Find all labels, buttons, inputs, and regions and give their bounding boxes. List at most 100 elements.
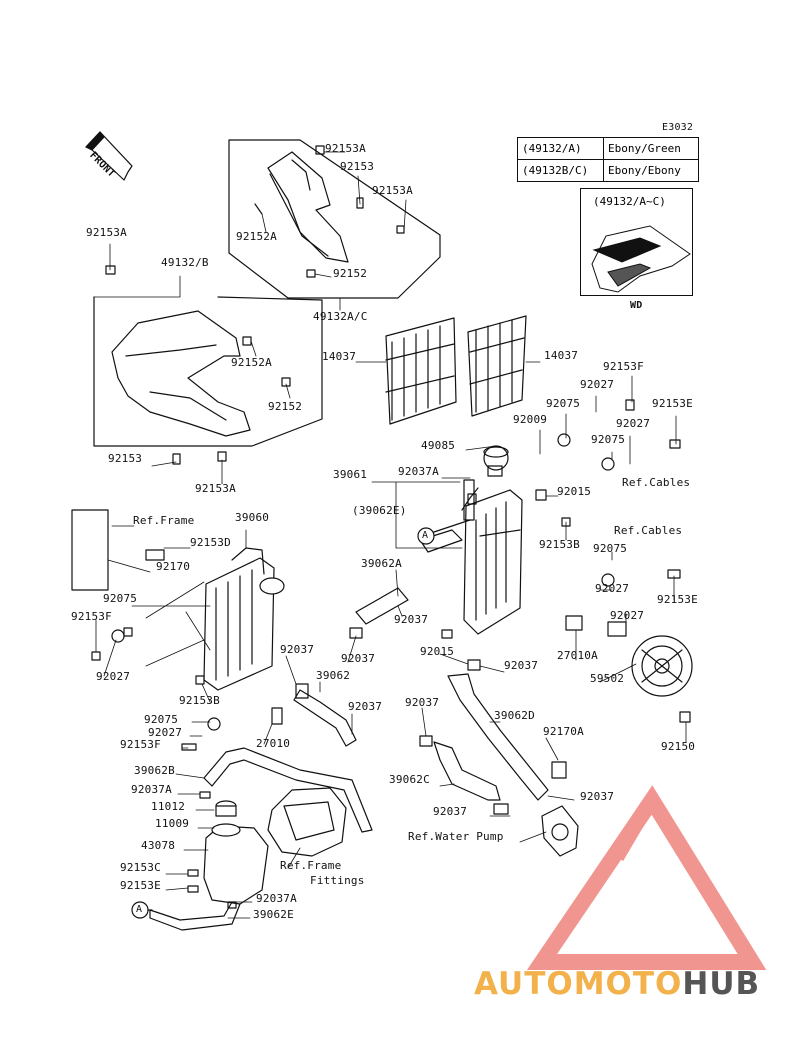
shroud-group-outline (228, 139, 441, 299)
part-label-14037-right: 14037 (544, 349, 579, 362)
part-label-14037-left: 14037 (322, 350, 357, 363)
part-label-92153A-top: 92153A (325, 142, 366, 155)
ref-a-label-upper: A (422, 530, 429, 541)
part-label-92015-m: 92015 (420, 645, 455, 658)
part-label-92153B-r: 92153B (539, 538, 580, 551)
part-label-11012: 11012 (151, 800, 186, 813)
part-label-92009: 92009 (513, 413, 548, 426)
part-label-92150: 92150 (661, 740, 696, 753)
part-label-92027-r2: 92027 (616, 417, 651, 430)
front-arrow-icon (85, 131, 133, 181)
part-label-92152A-left: 92152A (231, 356, 272, 369)
part-label-92153F-l: 92153F (71, 610, 112, 623)
inset-caption: WD (630, 300, 643, 311)
part-label-92075-r3: 92075 (593, 542, 628, 555)
part-label-39062A: 39062A (361, 557, 402, 570)
watermark-text: AUTOMOTOHUB (474, 966, 760, 1002)
cooling-fan (631, 635, 693, 697)
part-label-59502: 59502 (590, 672, 625, 685)
frame-fittings-bracket (267, 787, 347, 857)
part-label-92152-left: 92152 (268, 400, 303, 413)
color-legend-table: (49132/A) Ebony/Green (49132B/C) Ebony/E… (517, 137, 699, 182)
part-label-92037-m5: 92037 (405, 696, 440, 709)
part-label-92153B-l: 92153B (179, 694, 220, 707)
water-pump-ref (541, 805, 579, 857)
part-label-49132AC: 49132A/C (313, 310, 368, 323)
part-label-92037-m3: 92037 (341, 652, 376, 665)
part-label-39062E-b: 39062E (253, 908, 294, 921)
part-label-92037-m4: 92037 (504, 659, 539, 672)
legend-part: (49132/A) (518, 138, 604, 159)
inset-label: (49132/A~C) (593, 195, 666, 208)
part-label-39062D: 39062D (494, 709, 535, 722)
part-label-refframefit2: Fittings (310, 874, 365, 887)
part-label-92152-top: 92152 (333, 267, 368, 280)
part-label-refwater: Ref.Water Pump (408, 830, 504, 843)
part-label-92027-r1: 92027 (580, 378, 615, 391)
watermark-part2: HUB (682, 966, 761, 1002)
part-label-92027-l: 92027 (96, 670, 131, 683)
part-label-27010: 27010 (256, 737, 291, 750)
part-label-92153-top: 92153 (340, 160, 375, 173)
part-label-92170: 92170 (156, 560, 191, 573)
part-label-39060: 39060 (235, 511, 270, 524)
decal-inset-box: (49132/A~C) (580, 188, 693, 296)
part-label-92037A-mid: 92037A (398, 465, 439, 478)
part-label-43078: 43078 (141, 839, 176, 852)
part-label-refframe-l: Ref.Frame (133, 514, 195, 527)
part-label-92170A: 92170A (543, 725, 584, 738)
part-label-92075-r1: 92075 (546, 397, 581, 410)
part-label-92153D: 92153D (190, 536, 231, 549)
part-label-92153C: 92153C (120, 861, 161, 874)
ref-a-label-lower: A (136, 904, 143, 915)
part-label-92037-m6: 92037 (348, 700, 383, 713)
shroud-decal-inset-art (591, 225, 691, 293)
part-label-49132B: 49132/B (161, 256, 209, 269)
part-label-92037-m2: 92037 (280, 643, 315, 656)
part-label-92153A-left: 92153A (86, 226, 127, 239)
radiator-grill-right (467, 315, 527, 417)
part-label-92153-left: 92153 (108, 452, 143, 465)
part-label-92037-b2: 92037 (433, 805, 468, 818)
watermark-part1: AUTOMOTO (474, 966, 683, 1002)
legend-row: (49132B/C) Ebony/Ebony (518, 160, 698, 181)
legend-color: Ebony/Green (608, 142, 681, 155)
part-label-92075-b: 92075 (144, 713, 179, 726)
hoses (149, 529, 549, 931)
part-label-refframefit1: Ref.Frame (280, 859, 342, 872)
part-label-27010A: 27010A (557, 649, 598, 662)
part-label-39062B: 39062B (134, 764, 175, 777)
part-label-92015-r: 92015 (557, 485, 592, 498)
legend-row: (49132/A) Ebony/Green (518, 138, 698, 160)
part-label-92037-b1: 92037 (580, 790, 615, 803)
diagram-code: E3032 (662, 122, 694, 133)
legend-part: (49132B/C) (518, 160, 604, 181)
part-label-49085: 49085 (421, 439, 456, 452)
radiator-right (461, 445, 523, 635)
part-label-92153A-top2: 92153A (372, 184, 413, 197)
part-label-92153E-r1: 92153E (652, 397, 693, 410)
radiator-shroud-upper (254, 145, 405, 278)
part-label-92075-l: 92075 (103, 592, 138, 605)
part-label-92027-r3: 92027 (595, 582, 630, 595)
small-fasteners (71, 399, 691, 909)
part-label-92153F-r: 92153F (603, 360, 644, 373)
part-label-39062: 39062 (316, 669, 351, 682)
part-label-92153F-b: 92153F (120, 738, 161, 751)
radiator-left (203, 547, 285, 691)
ref-a-markers (131, 519, 471, 919)
reservoir-tank (203, 800, 269, 905)
part-label-39061: 39061 (333, 468, 368, 481)
part-label-92152A-top: 92152A (236, 230, 277, 243)
part-label-92153A-bottom: 92153A (195, 482, 236, 495)
part-label-92037-m1: 92037 (394, 613, 429, 626)
watermark-logo-icon (526, 785, 767, 970)
part-label-92153E-b: 92153E (120, 879, 161, 892)
legend-color: Ebony/Ebony (608, 164, 681, 177)
part-label-92075-r2: 92075 (591, 433, 626, 446)
part-label-39062C: 39062C (389, 773, 430, 786)
part-label-refcables1: Ref.Cables (622, 476, 691, 489)
part-label-92037A-b2: 92037A (256, 892, 297, 905)
part-label-92037A-b: 92037A (131, 783, 172, 796)
